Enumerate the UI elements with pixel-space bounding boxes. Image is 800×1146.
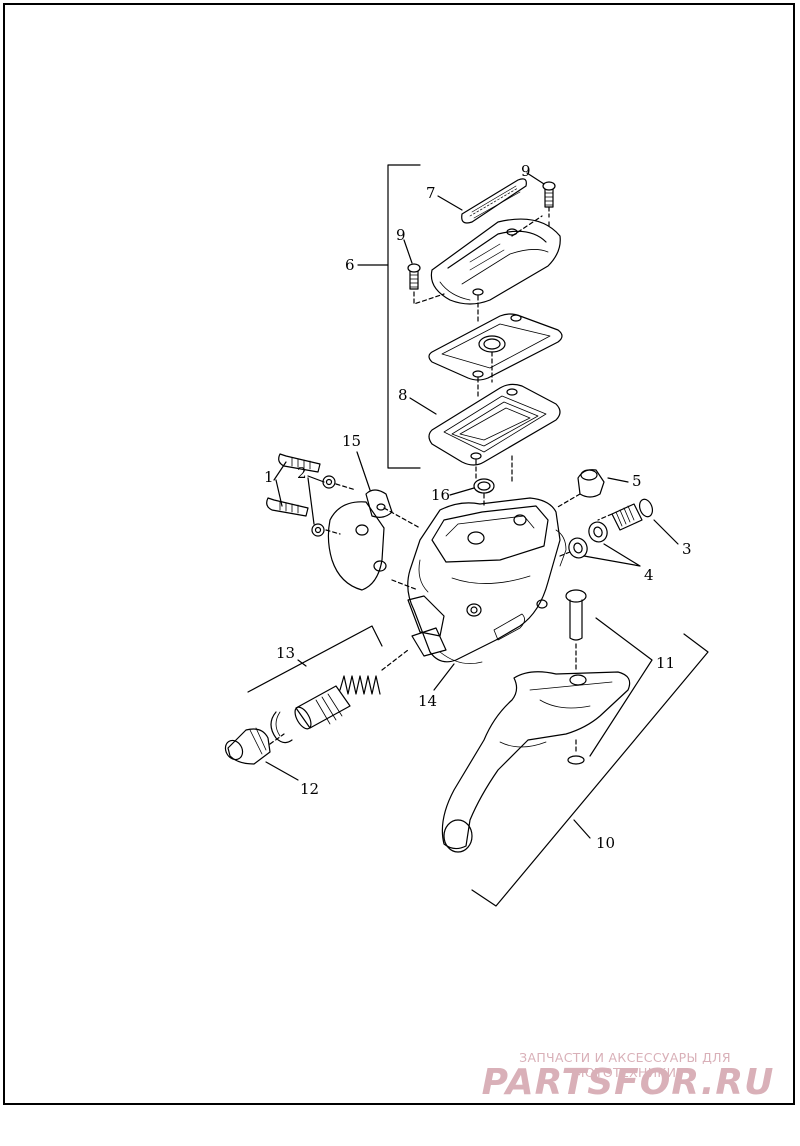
leader-9-left: [403, 239, 413, 264]
leader-12: [265, 761, 299, 781]
clamp-15: [327, 489, 421, 591]
callout-8: 8: [398, 386, 408, 404]
leader-9-right: [526, 172, 545, 185]
leader-5: [607, 477, 629, 483]
boot-12: [224, 727, 285, 765]
leader-10: [573, 819, 591, 839]
leader-16: [449, 487, 475, 496]
leader-2: [307, 475, 325, 525]
kit-13-bracket: [247, 625, 383, 693]
callout-9-right: 9: [521, 162, 531, 180]
screw-9-left: [407, 263, 445, 305]
callout-3: 3: [682, 540, 692, 558]
callout-12: 12: [300, 780, 319, 798]
banjo-bolt-3: [597, 498, 654, 531]
leader-4: [583, 543, 641, 567]
leader-1: [273, 461, 287, 507]
callout-16: 16: [431, 486, 450, 504]
spring: [339, 649, 409, 695]
reservoir-cover: [430, 215, 561, 323]
leader-14: [433, 663, 455, 691]
leader-3: [653, 519, 679, 545]
watermark-brand: PARTSFOR.RU: [481, 1062, 775, 1103]
callout-2: 2: [297, 464, 307, 482]
kit-10-bracket: [471, 633, 709, 907]
lever-10: [441, 671, 631, 853]
diaphragm-plate: [428, 313, 563, 399]
gasket-8: [428, 383, 561, 485]
leader-7: [437, 195, 463, 211]
piston: [294, 685, 351, 730]
callout-14: 14: [418, 692, 437, 710]
screws-1: [266, 453, 321, 517]
retaining-ring: [270, 711, 293, 744]
diagram-frame: [3, 3, 795, 1105]
callout-4: 4: [644, 566, 654, 584]
master-cylinder-body-14: [407, 497, 567, 665]
callout-10: 10: [596, 834, 615, 852]
kit-6-bracket: [387, 164, 421, 469]
leader-13: [297, 659, 307, 667]
fitting-5: [555, 469, 605, 509]
leader-11: [589, 617, 653, 757]
callout-6: 6: [345, 256, 355, 274]
callout-9-left: 9: [396, 226, 406, 244]
screw-9-right: [542, 181, 556, 229]
cap-16: [473, 478, 495, 509]
washers-4: [559, 521, 608, 559]
leader-8: [409, 397, 437, 415]
pivot-pin: [565, 589, 587, 673]
watermark-tagline: ЗАПЧАСТИ И АКСЕССУАРЫ ДЛЯ МОТОТЕХНИКИ: [519, 1050, 731, 1080]
callout-13: 13: [276, 644, 295, 662]
label-plate-7: [461, 178, 527, 224]
callout-11: 11: [656, 654, 675, 672]
callout-1: 1: [264, 468, 274, 486]
callout-7: 7: [426, 184, 436, 202]
callout-15: 15: [342, 432, 361, 450]
leader-15: [356, 451, 371, 491]
callout-5: 5: [632, 472, 642, 490]
